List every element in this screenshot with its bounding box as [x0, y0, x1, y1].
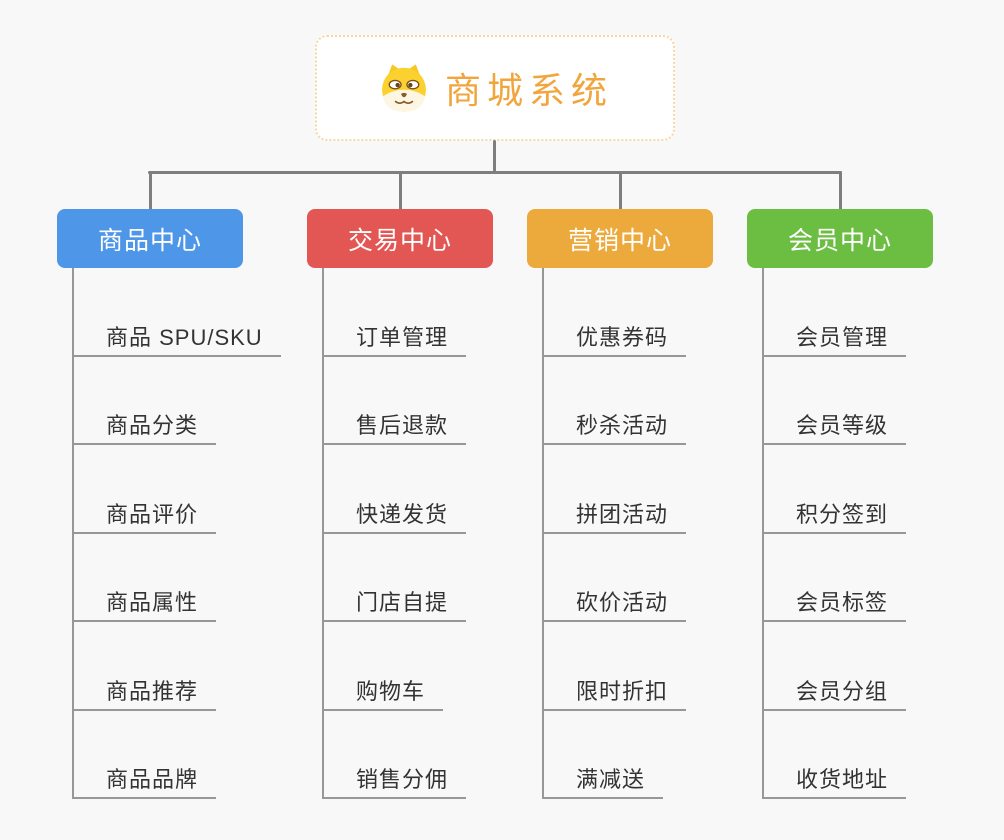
leaf-label: 秒杀活动 [576, 413, 669, 438]
leaf-label: 砍价活动 [576, 590, 669, 615]
leaf-label: 会员分组 [796, 678, 889, 704]
leaf-label: 商品属性 [106, 590, 199, 615]
leaf-node[interactable]: 满减送 [544, 711, 664, 799]
leaf-label: 商品 SPU/SKU [106, 324, 263, 350]
leaf-label: 商品评价 [106, 501, 199, 527]
leaf-label: 拼团活动 [576, 501, 669, 527]
connector-drop [148, 171, 152, 211]
leaf-label: 限时折扣 [576, 678, 669, 704]
leaf-label: 订单管理 [356, 324, 449, 350]
leaf-label: 积分签到 [796, 501, 889, 527]
leaf-node[interactable]: 订单管理 [324, 268, 467, 357]
leaf-node[interactable]: 积分签到 [764, 445, 907, 534]
leaf-node[interactable]: 商品 SPU/SKU [74, 268, 281, 357]
branch-label: 营销中心 [567, 226, 672, 255]
leaf-node[interactable]: 快递发货 [324, 445, 467, 534]
connector-drop [618, 171, 622, 211]
root-node[interactable]: 商城系统 [315, 35, 675, 141]
branch-node-4[interactable]: 会员中心 [747, 209, 933, 268]
leaf-node[interactable]: 商品分类 [74, 357, 217, 445]
leaf-label: 售后退款 [356, 413, 449, 438]
leaf-node[interactable]: 会员等级 [764, 357, 907, 445]
leaf-label: 购物车 [356, 678, 426, 704]
doge-icon [382, 64, 426, 112]
leaf-node[interactable]: 拼团活动 [544, 445, 687, 534]
leaf-node[interactable]: 秒杀活动 [544, 357, 687, 445]
leaf-label: 会员管理 [796, 324, 889, 350]
leaf-label: 满减送 [576, 767, 646, 792]
leaf-node[interactable]: 购物车 [324, 622, 444, 711]
leaf-label: 会员等级 [796, 413, 889, 438]
leaf-label: 商品推荐 [106, 678, 199, 704]
leaf-node[interactable]: 商品品牌 [74, 711, 217, 799]
connector-drop [398, 171, 402, 211]
branch-node-2[interactable]: 交易中心 [307, 209, 493, 268]
leaf-label: 商品分类 [106, 413, 199, 438]
connector-drop [838, 171, 842, 211]
branch-leaves: 会员管理会员等级积分签到会员标签会员分组收货地址 [762, 268, 907, 799]
branch-label: 商品中心 [97, 226, 202, 255]
branch-label: 交易中心 [347, 226, 452, 255]
branch-node-1[interactable]: 商品中心 [57, 209, 243, 268]
leaf-node[interactable]: 售后退款 [324, 357, 467, 445]
leaf-label: 优惠券码 [576, 324, 669, 350]
leaf-node[interactable]: 收货地址 [764, 711, 907, 799]
leaf-node[interactable]: 会员管理 [764, 268, 907, 357]
leaf-node[interactable]: 商品评价 [74, 445, 217, 534]
leaf-node[interactable]: 砍价活动 [544, 534, 687, 622]
branch-leaves: 优惠券码秒杀活动拼团活动砍价活动限时折扣满减送 [542, 268, 687, 799]
branch-leaves: 订单管理售后退款快递发货门店自提购物车销售分佣 [322, 268, 467, 799]
connector-root-stem [493, 140, 496, 174]
leaf-node[interactable]: 会员分组 [764, 622, 907, 711]
leaf-node[interactable]: 会员标签 [764, 534, 907, 622]
branch-node-3[interactable]: 营销中心 [527, 209, 713, 268]
branch-label: 会员中心 [787, 226, 892, 255]
leaf-label: 快递发货 [356, 501, 449, 527]
leaf-node[interactable]: 限时折扣 [544, 622, 687, 711]
branch-leaves: 商品 SPU/SKU 商品分类商品评价商品属性商品推荐商品品牌 [72, 268, 281, 799]
leaf-node[interactable]: 商品属性 [74, 534, 217, 622]
leaf-label: 会员标签 [796, 590, 889, 615]
leaf-node[interactable]: 销售分佣 [324, 711, 467, 799]
leaf-label: 销售分佣 [356, 767, 449, 792]
leaf-node[interactable]: 优惠券码 [544, 268, 687, 357]
leaf-node[interactable]: 门店自提 [324, 534, 467, 622]
leaf-node[interactable]: 商品推荐 [74, 622, 217, 711]
leaf-label: 商品品牌 [106, 767, 199, 792]
leaf-label: 门店自提 [356, 590, 449, 615]
connector-horizontal [148, 171, 842, 174]
root-title: 商城系统 [444, 70, 613, 111]
leaf-label: 收货地址 [796, 767, 889, 792]
